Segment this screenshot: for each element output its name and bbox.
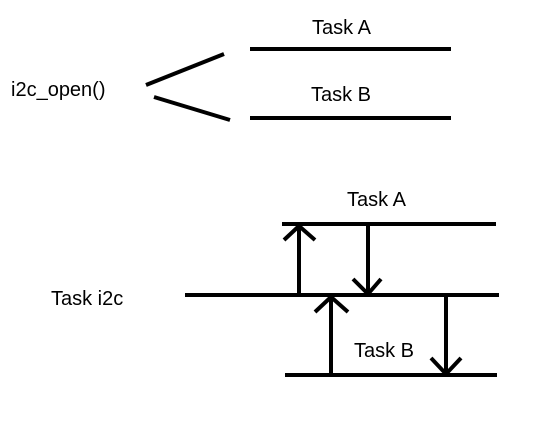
task-a-label-bottom: Task A — [347, 189, 406, 211]
down-arrow-to-task-b — [429, 297, 463, 377]
up-arrow-to-task-a — [282, 223, 317, 295]
up-arrow-to-task-i2c — [313, 294, 350, 375]
down-arrow-to-task-i2c — [351, 226, 383, 297]
task-i2c-label: Task i2c — [51, 288, 124, 310]
task-b-label-bottom: Task B — [354, 340, 415, 362]
branch-line-lower — [153, 95, 231, 122]
branch-line-upper — [145, 52, 225, 87]
function-label: i2c_open() — [11, 79, 106, 101]
task-b-label-top: Task B — [311, 84, 372, 106]
task-a-label-top: Task A — [312, 17, 371, 39]
